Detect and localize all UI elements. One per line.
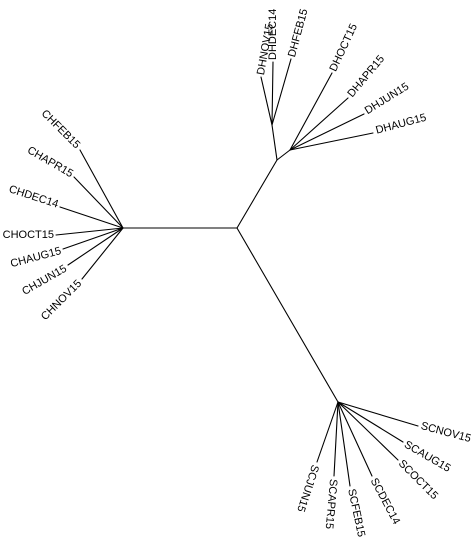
branch-chaug15 — [62, 227, 124, 250]
branch-scaug15 — [337, 401, 404, 443]
branch-dhfeb15 — [271, 58, 292, 126]
branch-scoct15 — [337, 401, 399, 461]
branch-dhaug15 — [289, 132, 374, 151]
leaf-label-scjun15: SCJUN15 — [294, 463, 321, 513]
branch-scjun15 — [316, 401, 339, 463]
branch-chnov15 — [81, 227, 124, 280]
leaf-label-dhapr15: DHAPR15 — [345, 53, 387, 100]
branch-dhdec14 — [271, 61, 274, 126]
internal-branch-dh-b — [276, 149, 291, 161]
internal-branch-root-sc — [236, 227, 339, 403]
tree-branches — [55, 58, 419, 487]
internal-branch-root-dh — [236, 159, 278, 229]
branch-scfeb15 — [337, 401, 351, 487]
branch-dhoct15 — [289, 72, 333, 151]
leaf-label-scnov15: SCNOV15 — [419, 420, 472, 445]
branch-scdec14 — [337, 401, 373, 477]
leaf-label-chapr15: CHAPR15 — [25, 144, 75, 180]
leaf-label-dhfeb15: DHFEB15 — [286, 8, 310, 59]
leaf-label-dhaug15: DHAUG15 — [374, 112, 427, 137]
leaf-label-dhdec14: DHDEC14 — [267, 9, 279, 60]
internal-branch-dh-a — [271, 124, 278, 161]
branch-scnov15 — [337, 401, 419, 427]
branch-scapr15 — [333, 401, 339, 477]
leaf-label-scfeb15: SCFEB15 — [345, 488, 367, 538]
leaf-label-chfeb15: CHFEB15 — [39, 108, 83, 152]
branch-choct15 — [55, 227, 124, 236]
leaf-label-dhjun15: DHJUN15 — [363, 81, 411, 117]
leaf-label-dhoct15: DHOCT15 — [327, 22, 360, 74]
branch-chfeb15 — [79, 149, 124, 229]
leaf-label-choct15: CHOCT15 — [3, 229, 54, 241]
branch-chjun15 — [67, 227, 124, 266]
branch-dhnov15 — [260, 76, 273, 126]
leaf-label-chaug15: CHAUG15 — [9, 245, 62, 270]
branch-dhjun15 — [289, 113, 365, 151]
branch-chapr15 — [73, 176, 124, 229]
leaf-label-chdec14: CHDEC14 — [7, 183, 60, 210]
branch-dhapr15 — [289, 97, 349, 151]
leaf-label-scapr15: SCAPR15 — [323, 478, 339, 529]
leaf-label-scdec14: SCDEC14 — [368, 476, 402, 526]
branch-chdec14 — [59, 206, 124, 229]
